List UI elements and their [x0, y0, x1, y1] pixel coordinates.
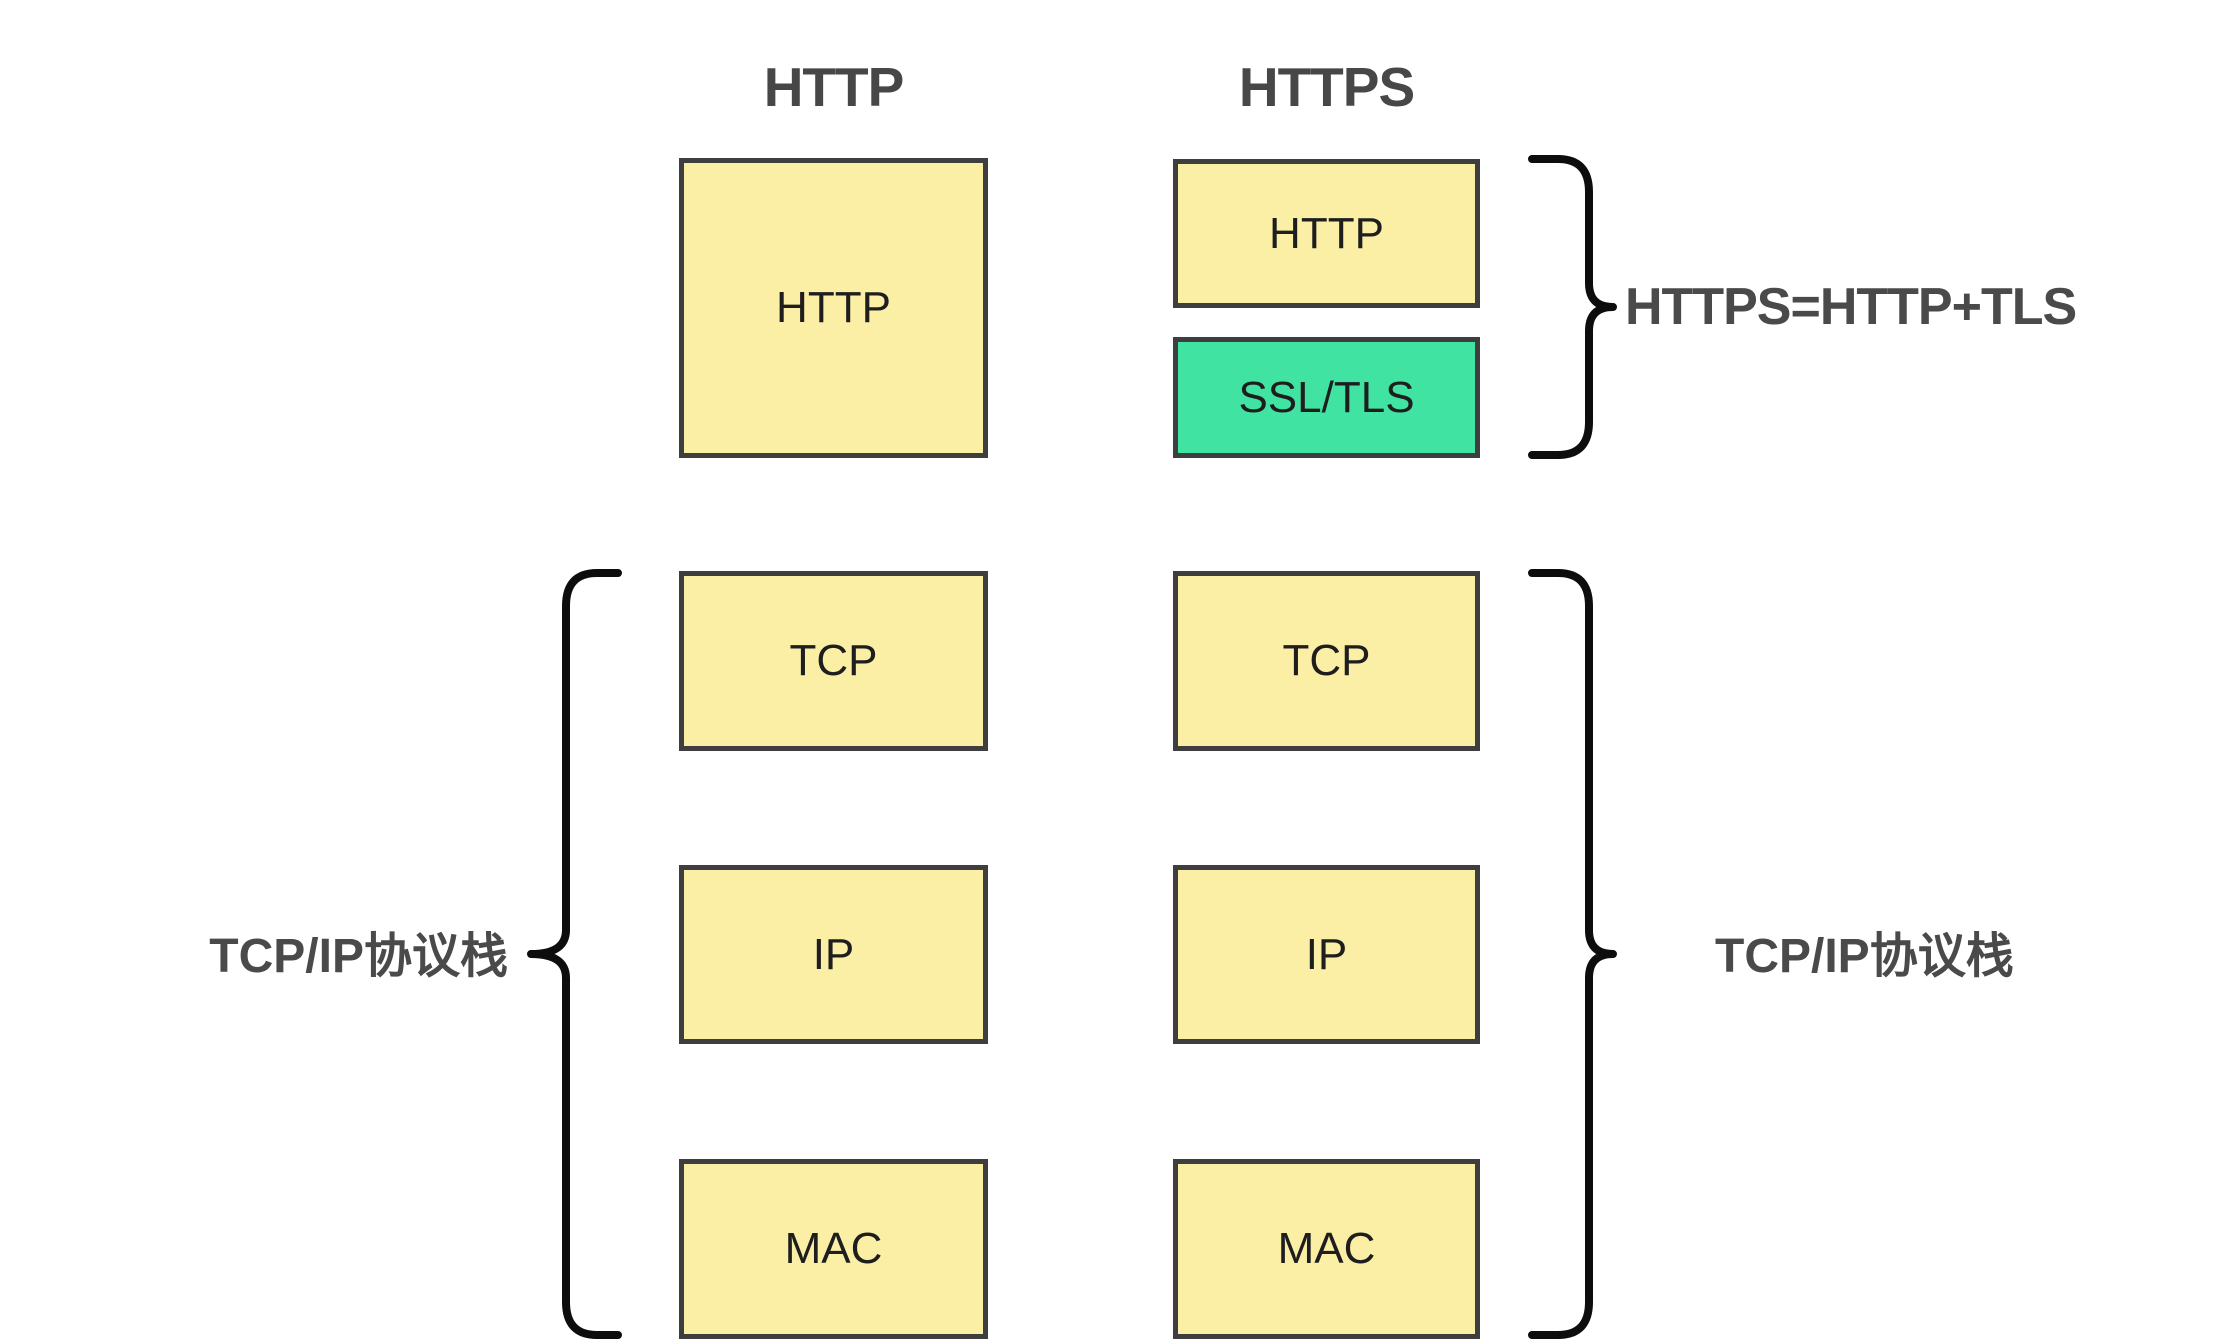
box-tcp-right: TCP [1173, 571, 1480, 751]
box-mac-left: MAC [679, 1159, 988, 1339]
tcpip-stack-label-left: TCP/IP协议栈 [209, 930, 508, 983]
box-ip-right: IP [1173, 865, 1480, 1044]
box-mac-right: MAC [1173, 1159, 1480, 1339]
https-group-brace [1528, 155, 1617, 459]
left-stack-brace [527, 569, 622, 1339]
right-stack-brace [1528, 569, 1617, 1339]
box-ip-left: IP [679, 865, 988, 1044]
box-http-left: HTTP [679, 158, 988, 458]
tcpip-stack-label-right: TCP/IP协议栈 [1715, 930, 2014, 983]
column-title-https: HTTPS [1238, 56, 1415, 118]
https-equation-label: HTTPS=HTTP+TLS [1625, 278, 2077, 336]
column-title-http: HTTP [763, 56, 905, 118]
box-tcp-left: TCP [679, 571, 988, 751]
box-http-right: HTTP [1173, 159, 1480, 308]
box-ssl-tls: SSL/TLS [1173, 337, 1480, 458]
